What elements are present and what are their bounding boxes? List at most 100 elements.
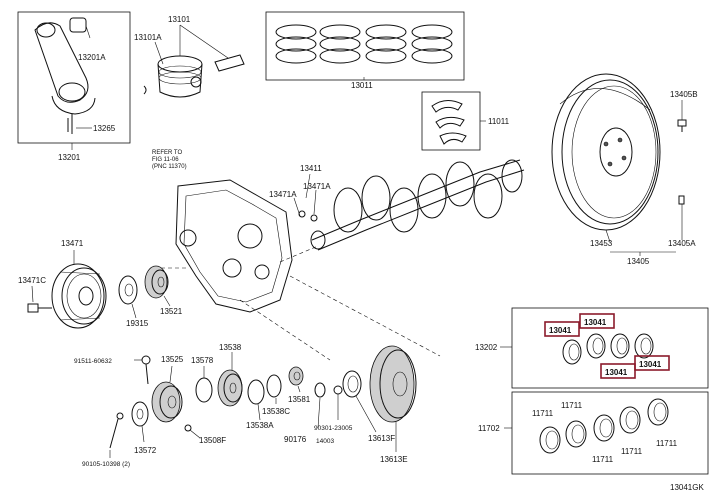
crankshaft-illustration bbox=[310, 159, 525, 251]
highlight-13041-b bbox=[579, 313, 615, 329]
gear-bushing bbox=[288, 366, 304, 386]
thrust-washers-illustration bbox=[431, 100, 467, 145]
label-13453[interactable]: 13453 bbox=[590, 239, 613, 248]
idler-shaft-plate bbox=[131, 401, 149, 427]
label-13405b[interactable]: 13405B bbox=[670, 90, 698, 99]
label-13613f[interactable]: 13613F bbox=[368, 434, 395, 443]
label-13521[interactable]: 13521 bbox=[160, 307, 183, 316]
leader-90176 bbox=[317, 397, 321, 429]
label-14003[interactable]: 14003 bbox=[316, 438, 334, 445]
label-11711-b[interactable]: 11711 bbox=[561, 401, 583, 410]
rod-bearings-illustration bbox=[562, 333, 654, 365]
label-13041-d[interactable]: 13041 bbox=[605, 368, 628, 377]
label-11702[interactable]: 11702 bbox=[478, 424, 500, 433]
highlight-13041-d bbox=[600, 363, 636, 379]
label-13471c[interactable]: 13471C bbox=[18, 276, 46, 285]
leader-13471a-upper bbox=[313, 189, 317, 215]
gear-spring-washer bbox=[247, 379, 265, 405]
leader-13101-pin bbox=[179, 24, 229, 59]
flywheel-dowel-pin bbox=[678, 195, 685, 205]
snap-ring bbox=[195, 377, 213, 403]
label-13041-b[interactable]: 13041 bbox=[584, 318, 607, 327]
label-11711-c[interactable]: 11711 bbox=[592, 455, 614, 464]
label-13471[interactable]: 13471 bbox=[61, 239, 84, 248]
label-13011[interactable]: 13011 bbox=[351, 81, 373, 90]
label-13201a[interactable]: 13201A bbox=[78, 53, 106, 62]
leader-13471c bbox=[31, 285, 34, 303]
label-13613e[interactable]: 13613E bbox=[380, 455, 408, 464]
dash-cover-to-seal bbox=[239, 299, 331, 361]
flywheel-bolt bbox=[677, 119, 687, 132]
crank-key-lower bbox=[310, 214, 318, 222]
leader-13581 bbox=[297, 385, 301, 393]
label-13578[interactable]: 13578 bbox=[191, 356, 214, 365]
label-91511[interactable]: 91511-60632 bbox=[74, 358, 112, 365]
label-13405[interactable]: 13405 bbox=[627, 257, 650, 266]
piston-illustration bbox=[143, 54, 245, 98]
label-13265[interactable]: 13265 bbox=[93, 124, 116, 133]
main-bearing-box bbox=[511, 391, 709, 475]
timing-cover-illustration bbox=[175, 179, 293, 313]
label-13525[interactable]: 13525 bbox=[161, 355, 184, 364]
leader-13411 bbox=[305, 173, 311, 199]
label-13471a-lower[interactable]: 13471A bbox=[269, 190, 297, 199]
reference-note-line2: FIG 11-06 bbox=[152, 157, 179, 163]
crankshaft-pulley-illustration bbox=[51, 263, 107, 329]
flywheel-illustration bbox=[551, 73, 661, 231]
label-11011[interactable]: 11011 bbox=[488, 117, 510, 126]
leader-19315 bbox=[131, 303, 137, 319]
highlight-13041-c bbox=[634, 355, 670, 371]
label-13101a[interactable]: 13101A bbox=[134, 33, 162, 42]
label-90176[interactable]: 90176 bbox=[284, 435, 307, 444]
label-13405a[interactable]: 13405A bbox=[668, 239, 696, 248]
label-13202[interactable]: 13202 bbox=[475, 343, 498, 352]
piston-rings-illustration bbox=[275, 24, 453, 64]
main-bearings-illustration bbox=[539, 398, 669, 454]
connecting-rod-illustration bbox=[34, 17, 96, 134]
leader-13508f bbox=[189, 429, 201, 439]
label-11711-d[interactable]: 11711 bbox=[621, 447, 643, 456]
pulley-bolt bbox=[27, 303, 52, 313]
leader-13613f bbox=[355, 395, 377, 433]
label-90105[interactable]: 90105-10398 (2) bbox=[82, 461, 130, 468]
leader-13201a bbox=[85, 25, 91, 39]
connecting-rod-box bbox=[17, 11, 131, 144]
label-13538a[interactable]: 13538A bbox=[246, 421, 274, 430]
gear-retainer bbox=[266, 374, 282, 398]
label-13201[interactable]: 13201 bbox=[58, 153, 81, 162]
label-11711-a[interactable]: 11711 bbox=[532, 409, 554, 418]
label-13538c[interactable]: 13538C bbox=[262, 407, 290, 416]
plate-bolt bbox=[109, 412, 124, 449]
crankshaft-timing-gear bbox=[144, 265, 169, 299]
thrust-bolt bbox=[184, 424, 192, 432]
label-13508f[interactable]: 13508F bbox=[199, 436, 226, 445]
label-13101[interactable]: 13101 bbox=[168, 15, 191, 24]
label-19315[interactable]: 19315 bbox=[126, 319, 149, 328]
reference-note-line1: REFER TO bbox=[152, 150, 182, 156]
large-timing-gear bbox=[369, 345, 417, 423]
idler-bolt bbox=[141, 355, 151, 385]
label-13471a-upper[interactable]: 13471A bbox=[303, 182, 331, 191]
diagram-code: 13041GK bbox=[670, 483, 704, 492]
label-13411[interactable]: 13411 bbox=[300, 164, 322, 173]
leader-13453 bbox=[605, 229, 611, 243]
reference-note-line3[interactable]: (PNC 11370) bbox=[152, 164, 187, 170]
crank-key-upper bbox=[298, 210, 306, 218]
rod-bearing-box bbox=[511, 307, 709, 389]
label-11711-e[interactable]: 11711 bbox=[656, 439, 678, 448]
label-13538[interactable]: 13538 bbox=[219, 343, 242, 352]
label-13041-a[interactable]: 13041 bbox=[549, 326, 572, 335]
highlight-13041-a bbox=[544, 321, 580, 337]
leader-13525 bbox=[169, 365, 173, 383]
leader-13538a bbox=[257, 403, 261, 421]
label-13041-c[interactable]: 13041 bbox=[639, 360, 662, 369]
label-13581[interactable]: 13581 bbox=[288, 395, 311, 404]
leader-13572 bbox=[141, 425, 145, 443]
leader-13405 bbox=[610, 251, 676, 256]
label-13572[interactable]: 13572 bbox=[134, 446, 157, 455]
crank-position-plate bbox=[118, 275, 138, 305]
oil-seal-small bbox=[314, 382, 326, 398]
label-90301[interactable]: 90301-23005 bbox=[314, 425, 353, 432]
